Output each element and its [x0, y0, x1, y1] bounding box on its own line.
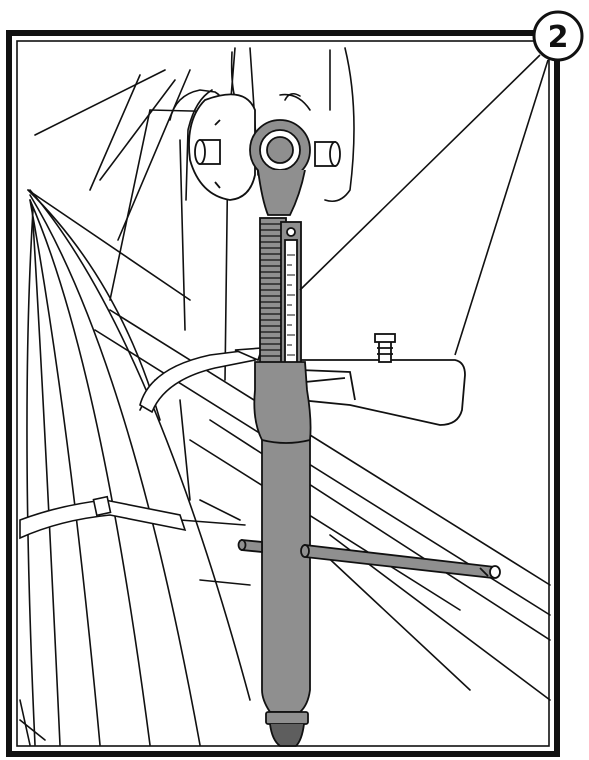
torque-wrench-icon [237, 217, 501, 747]
scale-ticks [287, 254, 295, 366]
spring-coil [260, 223, 286, 357]
callout-number: 2 [548, 20, 569, 55]
pivot-assembly [188, 93, 341, 216]
callout-leaders [299, 54, 549, 356]
callout-circle: 2 [532, 10, 584, 62]
cable-tie-icon [19, 347, 264, 540]
mounting-block [299, 333, 466, 426]
